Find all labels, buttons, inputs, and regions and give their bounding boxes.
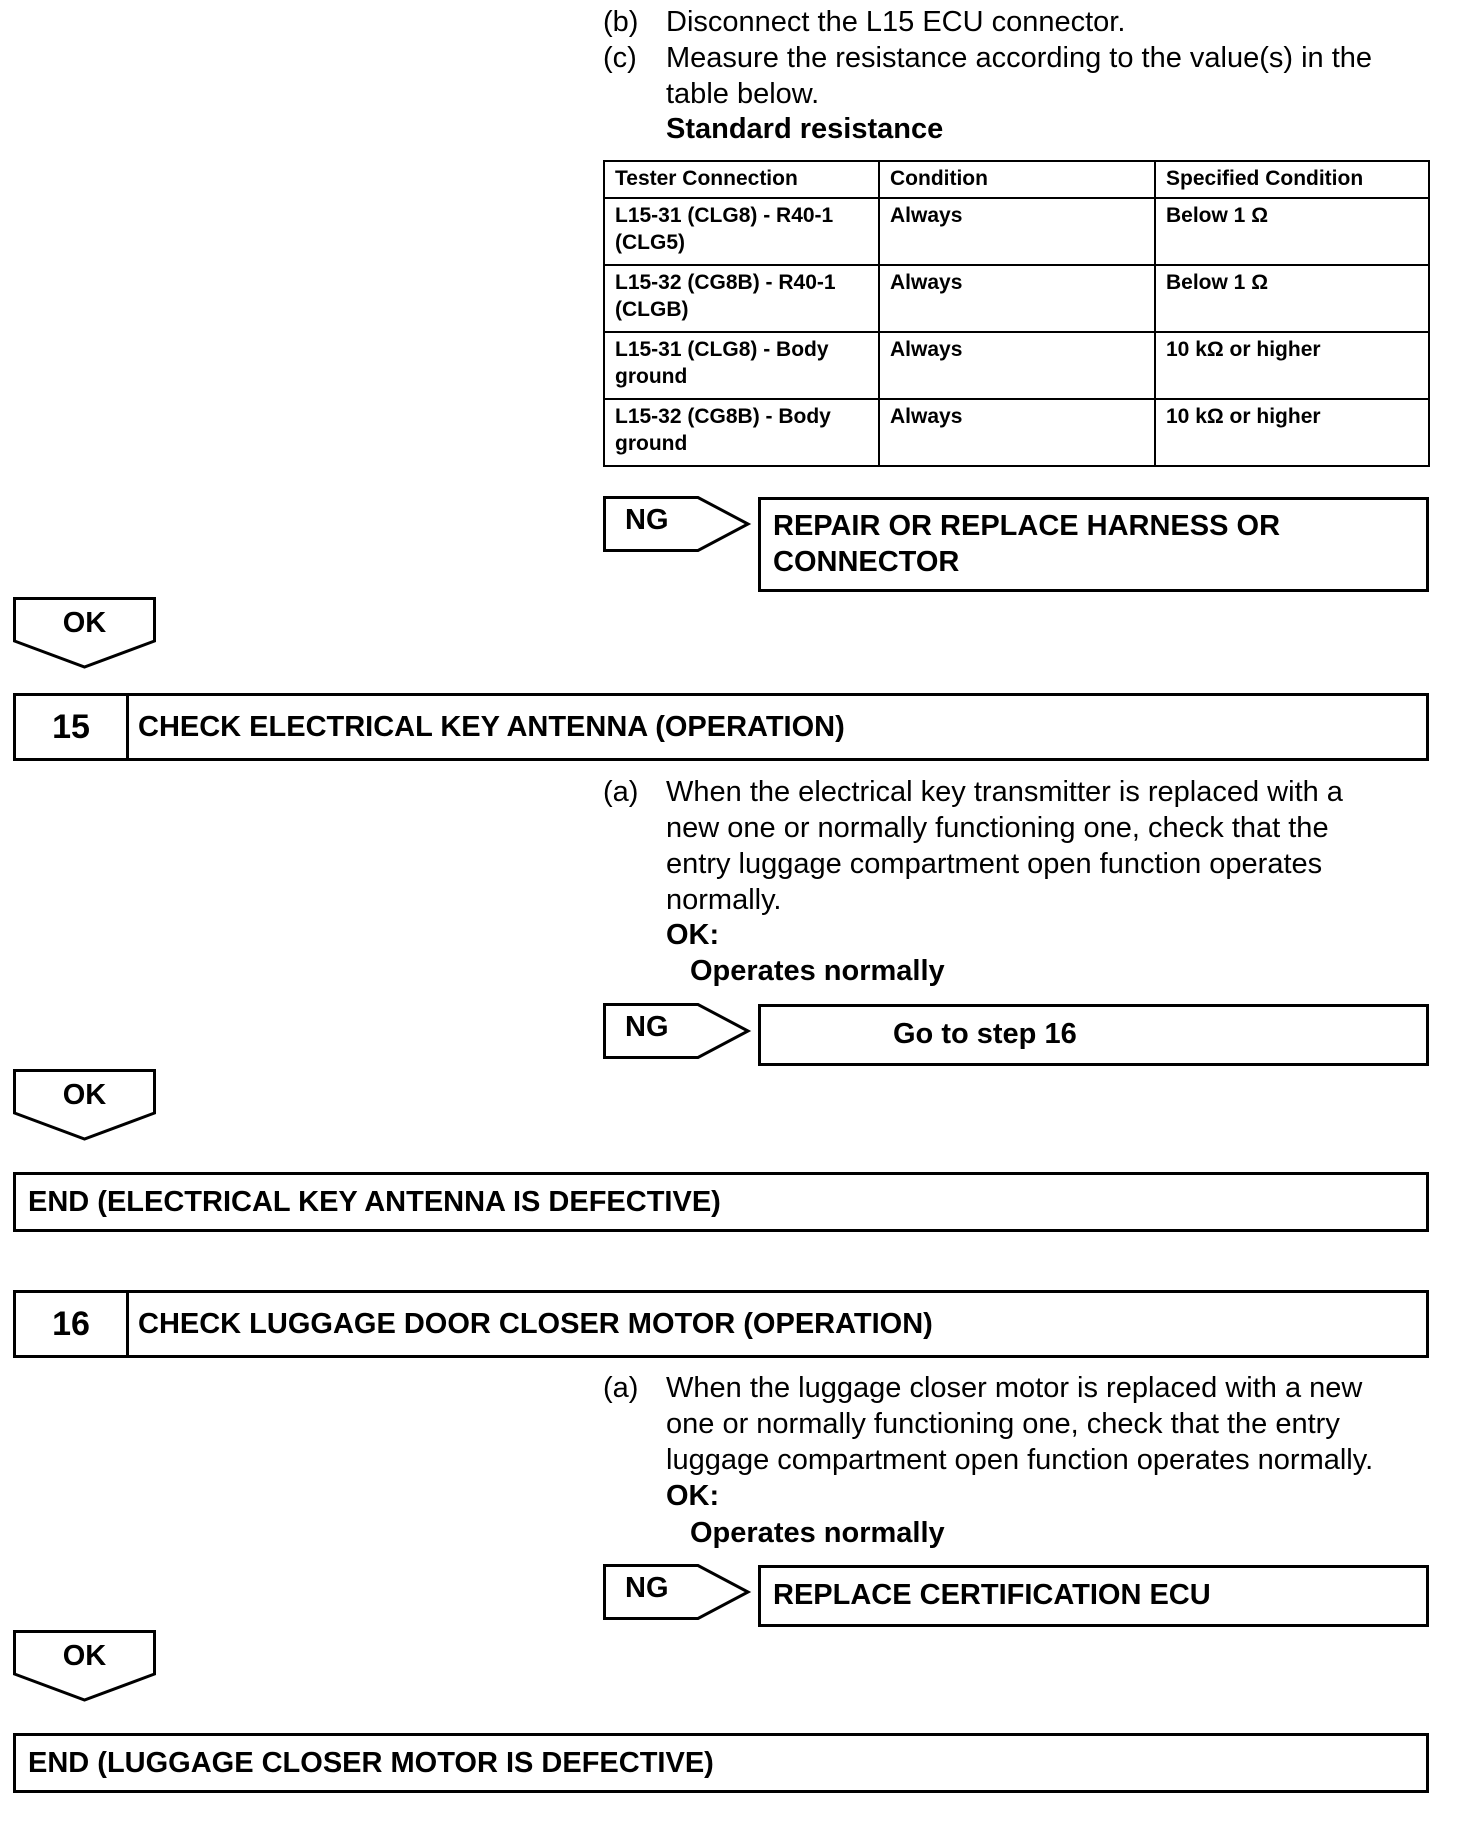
go-to-step-16-result: Go to step 16 [758, 1004, 1429, 1066]
table-cell: Always [878, 264, 1156, 333]
step-15-a: (a) When the electrical key transmitter … [603, 774, 1433, 919]
table-row: L15-32 (CG8B) - Body ground Always 10 kΩ… [603, 398, 1430, 467]
step-16-a-label: (a) [603, 1372, 639, 1404]
repair-harness-result: REPAIR OR REPLACE HARNESS OR CONNECTOR [758, 497, 1429, 592]
step-b: (b) Disconnect the L15 ECU connector. [603, 4, 1433, 44]
ok-arrow-3: OK [13, 1630, 156, 1702]
ok-criteria-value: Operates normally [690, 1517, 945, 1549]
table-cell: Always [878, 197, 1156, 266]
ng-arrow-1: NG [603, 496, 753, 552]
table-row: L15-32 (CG8B) - R40-1 (CLGB) Always Belo… [603, 264, 1430, 333]
table-cell: Always [878, 331, 1156, 400]
ok-criteria-value: Operates normally [690, 955, 945, 987]
ng-arrow-2: NG [603, 1003, 753, 1059]
ok-label: OK [62, 1079, 107, 1111]
step-15-a-label: (a) [603, 776, 639, 808]
ng-arrow-shape [603, 1003, 752, 1059]
end-closer-motor-defective: END (LUGGAGE CLOSER MOTOR IS DEFECTIVE) [13, 1733, 1429, 1793]
step-b-label: (b) [603, 6, 639, 38]
table-row: L15-31 (CLG8) - Body ground Always 10 kΩ… [603, 331, 1430, 400]
step-16-a-text: When the luggage closer motor is replace… [666, 1372, 1374, 1476]
step-number: 15 [16, 696, 129, 758]
ng-label: NG [625, 504, 669, 536]
ok-label: OK [62, 1640, 107, 1672]
table-cell: L15-32 (CG8B) - R40-1 (CLGB) [603, 264, 880, 333]
step-c-label: (c) [603, 42, 637, 74]
ng-arrow-shape [603, 1564, 752, 1620]
ok-arrow-shape [13, 1069, 156, 1141]
table-row: L15-31 (CLG8) - R40-1 (CLG5) Always Belo… [603, 197, 1430, 266]
table-cell: L15-31 (CLG8) - Body ground [603, 331, 880, 400]
table-cell: 10 kΩ or higher [1154, 331, 1430, 400]
table-cell: 10 kΩ or higher [1154, 398, 1430, 467]
ng-label: NG [625, 1572, 669, 1604]
replace-certification-ecu-result: REPLACE CERTIFICATION ECU [758, 1565, 1429, 1627]
ng-label: NG [625, 1011, 669, 1043]
table-cell: Below 1 Ω [1154, 264, 1430, 333]
ok-criteria-label: OK: [666, 1480, 720, 1512]
ok-arrow-1: OK [13, 597, 156, 669]
standard-resistance-heading: Standard resistance [666, 113, 944, 145]
step-c: (c) Measure the resistance according to … [603, 40, 1433, 112]
ok-arrow-shape [13, 1630, 156, 1702]
step-16-a: (a) When the luggage closer motor is rep… [603, 1370, 1433, 1480]
table-header-cell: Tester Connection [603, 160, 880, 199]
table-cell: Always [878, 398, 1156, 467]
end-antenna-defective: END (ELECTRICAL KEY ANTENNA IS DEFECTIVE… [13, 1172, 1429, 1232]
step-15-header: 15 CHECK ELECTRICAL KEY ANTENNA (OPERATI… [13, 693, 1429, 761]
table-cell: L15-32 (CG8B) - Body ground [603, 398, 880, 467]
step-16-header: 16 CHECK LUGGAGE DOOR CLOSER MOTOR (OPER… [13, 1290, 1429, 1358]
ng-arrow-shape [603, 496, 752, 552]
step-number: 16 [16, 1293, 129, 1355]
step-15-a-text: When the electrical key transmitter is r… [666, 776, 1343, 916]
resistance-table: Tester Connection Condition Specified Co… [603, 160, 1430, 467]
table-header-cell: Condition [878, 160, 1156, 199]
table-header-row: Tester Connection Condition Specified Co… [603, 160, 1430, 199]
step-title: CHECK LUGGAGE DOOR CLOSER MOTOR (OPERATI… [138, 1308, 933, 1340]
table-cell: L15-31 (CLG8) - R40-1 (CLG5) [603, 197, 880, 266]
ok-arrow-shape [13, 597, 156, 669]
step-b-text: Disconnect the L15 ECU connector. [666, 6, 1126, 38]
step-c-text: Measure the resistance according to the … [666, 42, 1373, 110]
step-title: CHECK ELECTRICAL KEY ANTENNA (OPERATION) [138, 711, 845, 743]
ng-arrow-3: NG [603, 1564, 753, 1620]
table-cell: Below 1 Ω [1154, 197, 1430, 266]
table-header-cell: Specified Condition [1154, 160, 1430, 199]
ok-label: OK [62, 607, 107, 639]
ok-criteria-label: OK: [666, 919, 720, 951]
ok-arrow-2: OK [13, 1069, 156, 1141]
